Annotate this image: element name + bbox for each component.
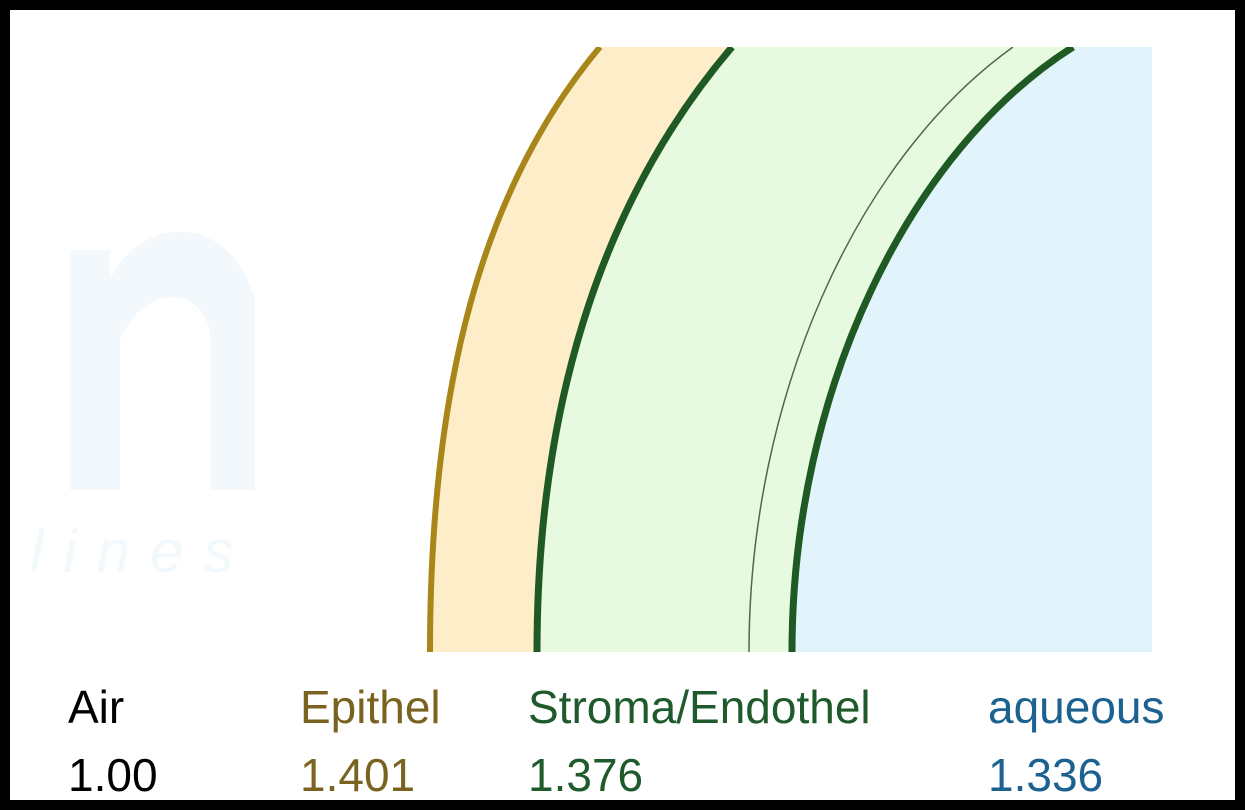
epithel-refractive-index: 1.401	[300, 749, 416, 801]
descemet-membrane-line	[748, 47, 1014, 652]
air-refractive-index: 1.00	[68, 749, 158, 801]
epithel-stroma-boundary	[533, 47, 735, 652]
stroma-endothel-label: Stroma/Endothel	[528, 681, 871, 733]
aqueous-refractive-index: 1.336	[988, 749, 1104, 801]
aqueous-region	[792, 47, 1152, 652]
watermark-glyph	[70, 231, 255, 490]
epithel-label: Epithel	[300, 681, 441, 733]
epithel-layer	[430, 47, 732, 652]
stroma-endothel-refractive-index: 1.376	[528, 749, 644, 801]
endothel-aqueous-boundary	[788, 47, 1075, 652]
cornea-cross-section-diagram: lines	[30, 47, 1152, 652]
epithel-outer-boundary	[427, 47, 603, 652]
stroma-endothel-layer	[537, 47, 1073, 652]
watermark: lines	[30, 231, 255, 585]
air-label: Air	[68, 681, 125, 733]
watermark-text: lines	[30, 518, 253, 585]
aqueous-label: aqueous	[988, 681, 1165, 733]
